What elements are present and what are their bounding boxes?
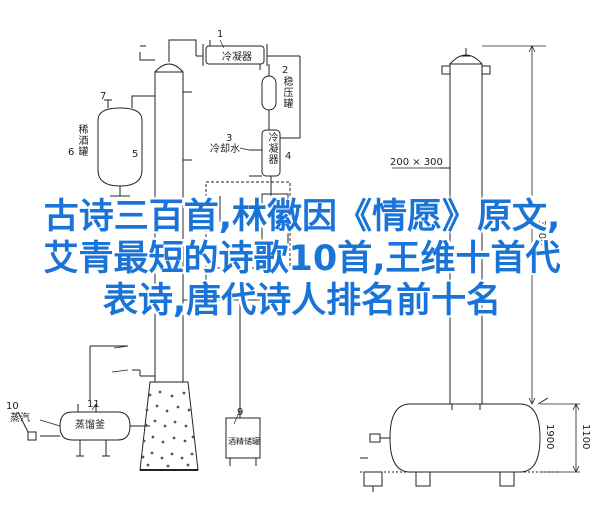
liquor-tank-label: 酒精储罐 [228,437,260,446]
steam-label: 蒸汽 [10,413,30,424]
condenser [196,40,301,139]
callout-11: 11 [87,399,100,410]
callout-4: 4 [285,151,292,162]
dimension-lines [392,45,580,473]
instrument-panel [205,181,291,269]
distill-pot [17,404,150,457]
overlay-title-line-1: 古诗三百首,林徽因《情愿》原文, [43,197,561,237]
dilute-tank-label: 稀酒罐 [76,124,87,157]
piping [89,268,290,410]
stabilizer-tank-label: 稳压罐 [281,76,292,109]
vapor-line [139,39,197,61]
height-dimension-label: 3300 [536,220,547,246]
cold-drum-label: 冷凝器 [266,132,277,165]
callout-5: 5 [132,149,139,160]
distillation-column [139,44,199,471]
cooling-water-label: 冷却水 [210,144,240,155]
overlay-title: 古诗三百首,林徽因《情愿》原文, 艾青最短的诗歌10首,王维十首代 表诗,唐代诗… [0,196,604,322]
callout-9: 9 [237,407,244,418]
dilute-tank [97,95,155,197]
callout-6: 6 [68,147,75,158]
callout-leaders [39,39,250,427]
callout-3: 3 [226,133,233,144]
instrument-box [219,193,289,245]
overlay-title-line-2: 艾青最短的诗歌10首,王维十首代 [43,239,561,279]
overlay-title-line-3: 表诗,唐代诗人排名前十名 [102,281,502,321]
tank-height-dimension-label: 1100 [580,424,591,450]
tank-width-dimension-label: 1900 [544,424,555,450]
callout-10: 10 [6,401,19,412]
condenser-label: 冷凝器 [222,52,252,63]
horizontal-tank [360,397,560,492]
diameter-dimension-label: 200 × 300 [390,157,443,168]
distill-pot-label: 蒸馏釜 [75,420,105,431]
callout-1: 1 [217,29,224,40]
callout-7: 7 [100,91,107,102]
callout-2: 2 [282,65,289,76]
stabilizer-tank [261,64,277,130]
instrument-box-label: 仪 [270,213,280,224]
liquor-tank [225,410,261,466]
cold-drum [249,129,281,196]
